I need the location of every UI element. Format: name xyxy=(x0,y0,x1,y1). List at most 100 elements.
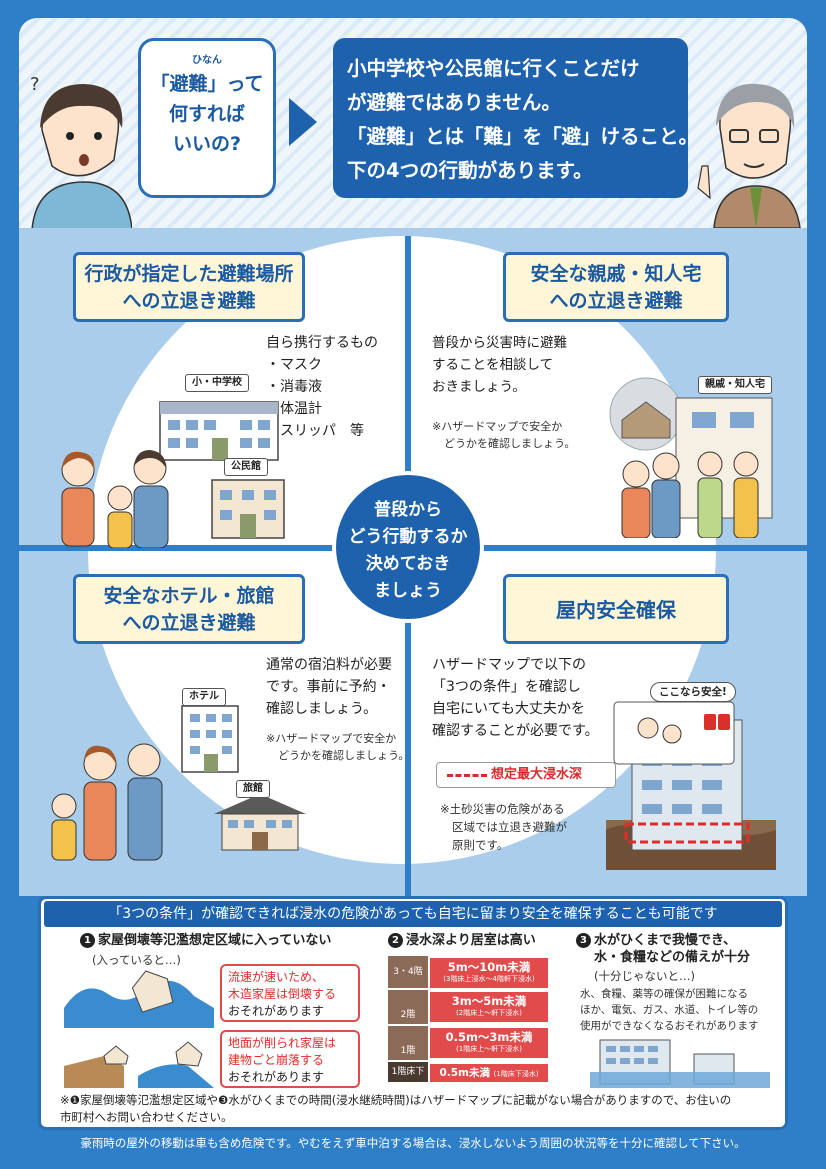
text-line: 普段から災害時に避難 xyxy=(432,335,567,351)
warning-line: 建物ごと崩落する xyxy=(228,1053,325,1067)
question-line-3: いいの? xyxy=(172,133,242,155)
warning-line: おそれがあります xyxy=(228,1070,325,1084)
center-line: どう行動するか xyxy=(348,527,468,547)
note-line: どうかを確認しましょう。 xyxy=(444,437,576,450)
depth-main: 0.5m〜3m未満 xyxy=(445,1030,533,1044)
note-line: どうかを確認しましょう。 xyxy=(278,749,410,762)
svg-text:?: ? xyxy=(30,74,40,95)
title-line-1: 行政が指定した避難場所 xyxy=(84,263,294,285)
carry-items-list: 自ら携行するもの ・マスク ・消毒液 ・体温計 ・スリッパ 等 xyxy=(266,332,378,442)
depth-main: 0.5m未満 xyxy=(439,1067,490,1079)
family-illustration xyxy=(61,450,169,548)
carry-items-title: 自ら携行するもの xyxy=(266,335,378,351)
designated-shelter-title: 行政が指定した避難場所 への立退き避難 xyxy=(73,252,305,322)
depth-sub: (1階床上〜軒下浸水) xyxy=(456,1045,522,1053)
red-dashed-line-icon xyxy=(447,774,487,777)
center-line: 普段から xyxy=(374,500,442,520)
question-line-1: 「避難」って xyxy=(150,73,264,95)
text-line: ハザードマップで以下の xyxy=(432,657,586,673)
warning-line: おそれがあります xyxy=(228,1004,325,1018)
text-line: ほか、電気、ガス、水道、トイレ等の xyxy=(580,1004,759,1016)
indoor-safety-text: ハザードマップで以下の 「3つの条件」を確認し 自宅にいても大丈夫かを 確認する… xyxy=(432,654,599,742)
safe-here-speech: ここなら安全! xyxy=(650,682,736,702)
hotel-label: ホテル xyxy=(182,688,226,706)
ryokan-building-icon xyxy=(214,794,306,851)
community-hall-icon xyxy=(211,479,285,539)
note-line: 原則です。 xyxy=(452,838,509,852)
text-line: です。事前に予約・ xyxy=(266,679,391,695)
ryokan-label: 旅館 xyxy=(236,780,270,798)
floor-label: 3・4階 xyxy=(388,956,428,988)
text-line: 確認しましょう。 xyxy=(266,701,378,717)
condition-3-text: 水、食糧、薬等の確保が困難になる ほか、電気、ガス、水道、トイレ等の 使用ができ… xyxy=(580,986,759,1034)
title-line-2: への立退き避難 xyxy=(122,612,256,634)
text-line: 水、食糧、薬等の確保が困難になる xyxy=(580,988,748,1000)
flood-depth-row: 3m〜5m未満(2階床上〜軒下浸水) xyxy=(430,992,548,1022)
warning-line: 地面が削られ家屋は xyxy=(228,1036,337,1050)
condition-title-line: 水がひくまで我慢でき、 xyxy=(594,933,737,948)
answer-bubble: 小中学校や公民館に行くことだけ が避難ではありません。 「避難」とは「難」を「避… xyxy=(333,38,699,198)
floor-label: 1階床下 xyxy=(388,1062,428,1082)
condition-1-warning-1: 流速が速いため、 木造家屋は倒壊する おそれがあります xyxy=(220,964,360,1022)
relative-house-text: 普段から災害時に避難 することを相談して おきましょう。 xyxy=(432,332,567,398)
school-label: 小・中学校 xyxy=(185,374,249,392)
condition-1-warning-2: 地面が削られ家屋は 建物ごと崩落する おそれがあります xyxy=(220,1030,360,1088)
condition-title-text: 浸水深より居室は高い xyxy=(406,933,536,948)
depth-sub: (1階床下浸水) xyxy=(493,1070,539,1078)
hotel-family-illustration xyxy=(51,743,163,861)
condition-title-line: 水・食糧などの備えが十分 xyxy=(594,950,751,965)
flood-depth-row: 5m〜10m未満(3階床上浸水〜4階軒下浸水) xyxy=(430,958,548,988)
arrow-right-icon xyxy=(289,98,317,146)
condition-number-badge: 1 xyxy=(80,933,95,948)
answer-line-3: 「避難」とは「難」を「避」けること。 xyxy=(347,125,699,148)
hotel-building-icon xyxy=(181,705,239,773)
answer-line-2: が避難ではありません。 xyxy=(347,91,561,114)
floor-label: 2階 xyxy=(388,990,428,1024)
footnote-line: 市町村へお問い合わせください。 xyxy=(60,1110,233,1124)
warning-line: 木造家屋は倒壊する xyxy=(228,987,337,1001)
condition-number-badge: 2 xyxy=(388,933,403,948)
relative-house-title: 安全な親戚・知人宅 への立退き避難 xyxy=(503,252,729,322)
carry-item: ・スリッパ 等 xyxy=(266,423,364,439)
carry-item: ・体温計 xyxy=(266,401,322,417)
depth-sub: (3階床上浸水〜4階軒下浸水) xyxy=(443,975,535,983)
center-line: ましょう xyxy=(374,581,442,601)
community-hall-label: 公民館 xyxy=(224,458,268,476)
carry-item: ・マスク xyxy=(266,357,322,373)
title-line-1: 安全なホテル・旅館 xyxy=(103,585,275,607)
text-line: することを相談して xyxy=(432,357,554,373)
flooded-town-icon xyxy=(590,1039,770,1088)
depth-main: 5m〜10m未満 xyxy=(447,960,531,974)
depth-sub: (2階床上〜軒下浸水) xyxy=(456,1009,522,1017)
house-collapse-flood-icon xyxy=(64,970,214,1028)
man-illustration xyxy=(697,83,801,228)
warning-line: 流速が速いため、 xyxy=(228,970,325,984)
flood-depth-row: 0.5m〜3m未満(1階床上〜軒下浸水) xyxy=(430,1028,548,1058)
relatives-house-illustration xyxy=(609,377,773,538)
conditions-footnote: ※❶家屋倒壊等氾濫想定区域や❸水がひくまでの時間(浸水継続時間)はハザードマップ… xyxy=(60,1092,770,1126)
question-bubble: ひなん 「避難」って 何すれば いいの? xyxy=(138,38,276,198)
footnote-line: ※❶家屋倒壊等氾濫想定区域や❸水がひくまでの時間(浸水継続時間)はハザードマップ… xyxy=(60,1093,732,1107)
text-line: 確認することが必要です。 xyxy=(432,723,599,739)
note-line: ※ハザードマップで安全か xyxy=(266,732,397,745)
text-line: 使用ができなくなるおそれがあります xyxy=(580,1020,759,1032)
conditions-title: 「3つの条件」が確認できれば浸水の危険があっても自宅に留まり安全を確保することも… xyxy=(44,901,782,927)
question-ruby: ひなん xyxy=(192,55,222,66)
question-line-2: 何すれば xyxy=(168,103,245,125)
text-line: 自宅にいても大丈夫かを xyxy=(432,701,585,717)
relatives-house-label: 親戚・知人宅 xyxy=(698,376,772,394)
relative-house-note: ※ハザードマップで安全か どうかを確認しましょう。 xyxy=(432,418,575,452)
text-line: 「3つの条件」を確認し xyxy=(432,679,581,695)
note-line: ※ハザードマップで安全か xyxy=(432,420,563,433)
title-line-2: への立退き避難 xyxy=(549,290,683,312)
answer-line-4: 下の4つの行動があります。 xyxy=(347,159,593,182)
depth-main: 3m〜5m未満 xyxy=(451,994,527,1008)
condition-1-sub: (入っていると…) xyxy=(92,953,181,967)
erosion-collapse-icon xyxy=(64,1041,214,1088)
footer-warning: 豪雨時の屋外の移動は車も含め危険です。やむをえず車中泊する場合は、浸水しないよう… xyxy=(80,1136,746,1150)
note-line: ※土砂災害の危険がある xyxy=(440,802,565,816)
